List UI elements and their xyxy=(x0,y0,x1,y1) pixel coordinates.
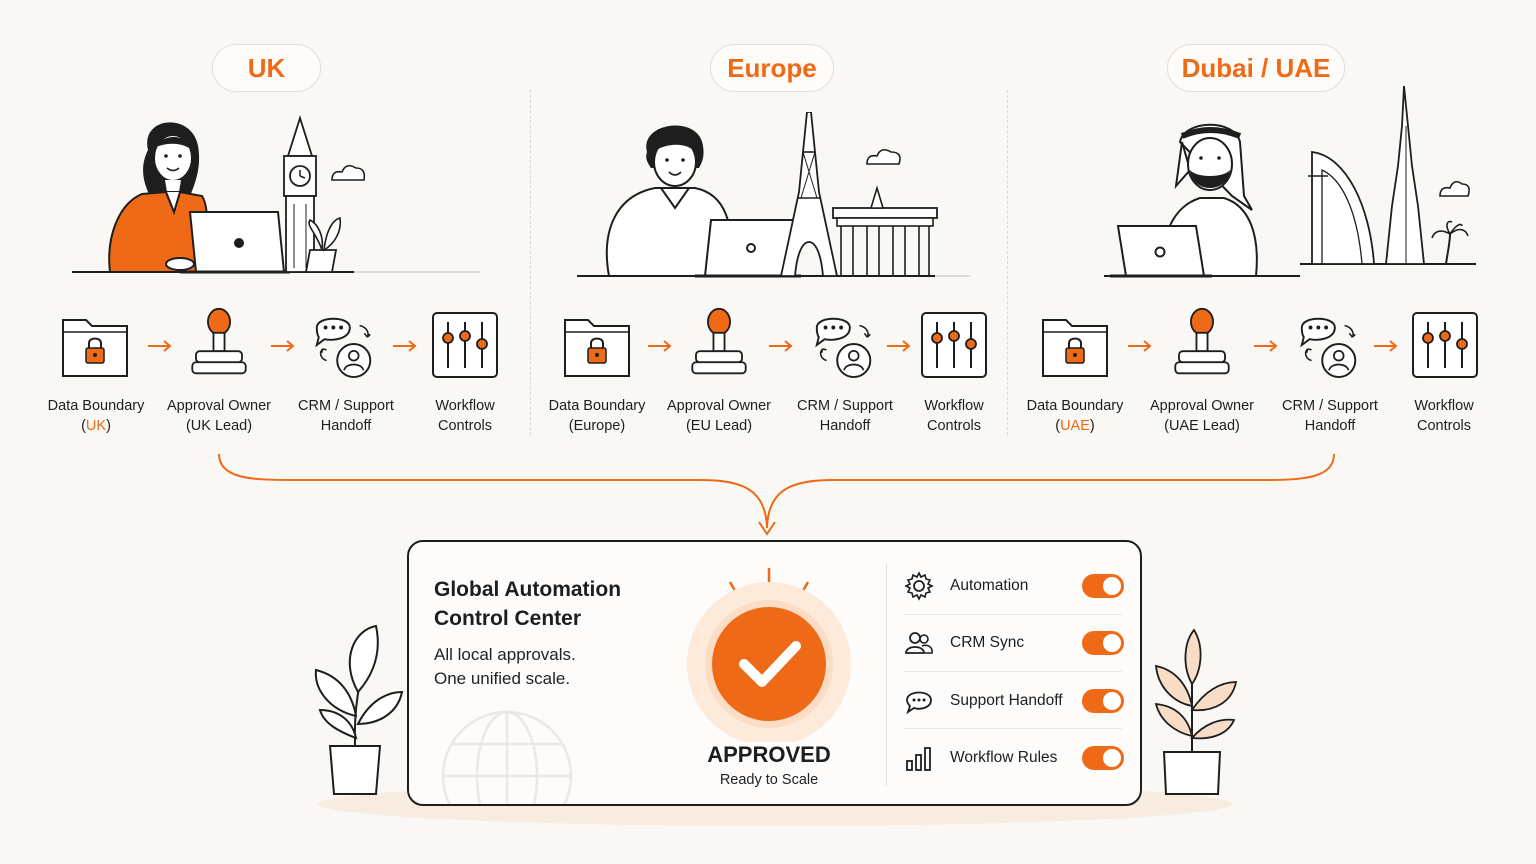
row-separator xyxy=(904,728,1122,729)
approval-stamp-icon xyxy=(1174,307,1230,375)
toggle-label: Support Handoff xyxy=(950,692,1063,709)
crm-handoff-icon xyxy=(315,317,372,379)
approval-stamp-icon xyxy=(691,307,747,375)
region-title-uae: Dubai / UAE xyxy=(1167,44,1345,92)
crm-handoff-icon xyxy=(815,317,872,379)
arrow-right-icon xyxy=(648,340,672,352)
workflow-controls-icon xyxy=(921,312,987,378)
arrow-right-icon xyxy=(887,340,911,352)
control-center-title: Global Automation Control Center xyxy=(434,578,622,630)
users-icon xyxy=(905,632,933,654)
toggle-label: Workflow Rules xyxy=(950,749,1058,766)
approved-status: APPROVED xyxy=(707,742,831,767)
arrow-right-icon xyxy=(393,340,417,352)
uae-illustration xyxy=(1104,86,1476,278)
arrow-right-icon xyxy=(1128,340,1152,352)
row-separator xyxy=(904,614,1122,615)
region-title-europe: Europe xyxy=(710,44,834,92)
arrow-right-icon xyxy=(769,340,793,352)
step-label-data-boundary: Data Boundary (UAE) xyxy=(1026,398,1124,434)
approved-status-sub: Ready to Scale xyxy=(719,772,819,788)
locked-folder-icon xyxy=(62,319,128,377)
approval-stamp-icon xyxy=(191,307,247,375)
uk-illustration xyxy=(72,115,480,274)
step-label-data-boundary: Data Boundary (UK) xyxy=(47,398,145,434)
arrow-right-icon xyxy=(271,340,295,352)
toggle-row-support-handoff: Support Handoff xyxy=(904,676,1124,726)
arrow-right-icon xyxy=(148,340,172,352)
step-label-approval-owner: Approval Owner(EU Lead) xyxy=(667,398,771,434)
control-center-subtitle: All local approvals. One unified scale. xyxy=(434,645,576,688)
chat-icon xyxy=(906,691,932,715)
toggle-row-crm-sync: CRM Sync xyxy=(904,618,1124,668)
card-divider xyxy=(886,564,887,786)
region-divider xyxy=(530,90,531,435)
globe-icon xyxy=(441,710,573,804)
crm-handoff-icon xyxy=(1300,317,1357,379)
step-label-approval-owner: Approval Owner(UAE Lead) xyxy=(1150,398,1254,434)
gear-icon xyxy=(904,571,934,601)
plant-left-icon xyxy=(314,624,404,795)
global-control-center-card: Global Automation Control Center All loc… xyxy=(407,540,1142,806)
arrow-right-icon xyxy=(1254,340,1278,352)
workflow-controls-icon xyxy=(432,312,498,378)
workflow-controls-icon xyxy=(1412,312,1478,378)
step-label-data-boundary: Data Boundary(Europe) xyxy=(548,398,646,434)
toggle-row-automation: Automation xyxy=(904,561,1124,611)
arrow-right-icon xyxy=(1374,340,1398,352)
merge-connector xyxy=(218,453,1335,536)
workflow-rules-toggle-switch[interactable] xyxy=(1082,746,1124,770)
locked-folder-icon xyxy=(564,319,630,377)
region-title-uk: UK xyxy=(212,44,321,92)
support-handoff-toggle-switch[interactable] xyxy=(1082,689,1124,713)
crm-sync-toggle-switch[interactable] xyxy=(1082,631,1124,655)
region-divider xyxy=(1007,90,1008,435)
step-label-approval-owner: Approval Owner(UK Lead) xyxy=(167,398,271,434)
automation-toggle-switch[interactable] xyxy=(1082,574,1124,598)
plant-right-icon xyxy=(1154,628,1238,795)
locked-folder-icon xyxy=(1042,319,1108,377)
toggle-label: Automation xyxy=(950,577,1029,594)
bar-chart-icon xyxy=(906,747,931,771)
toggle-label: CRM Sync xyxy=(950,634,1025,651)
approved-check-icon xyxy=(687,568,851,742)
europe-illustration xyxy=(577,112,970,278)
toggle-row-workflow-rules: Workflow Rules xyxy=(904,733,1124,783)
row-separator xyxy=(904,671,1122,672)
